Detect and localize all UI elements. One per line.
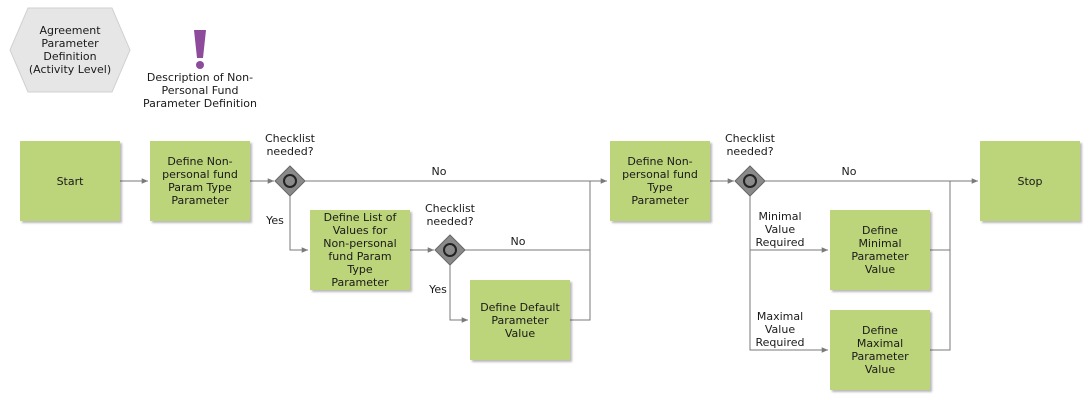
edge-minimal-merge — [930, 181, 951, 251]
edge-label-g2-yes: Yes — [429, 283, 447, 296]
edge-label-g3-maximal: Maximal Value Required — [755, 310, 805, 349]
edge-g1-yes — [289, 196, 308, 253]
header-hexagon — [9, 7, 131, 93]
edge-label-g1-yes: Yes — [266, 214, 284, 227]
start-node[interactable]: Start — [20, 141, 120, 221]
task-define-minimal-value[interactable]: Define Minimal Parameter Value — [830, 210, 930, 290]
diagram-title: Agreement Parameter Definition (Activity… — [28, 24, 112, 76]
edge-label-g2-no: No — [510, 235, 526, 248]
gateway-1-label: Checklist needed? — [265, 132, 315, 158]
gateway-3 — [734, 165, 766, 197]
gateway-2-label: Checklist needed? — [425, 202, 475, 228]
stop-node[interactable]: Stop — [980, 141, 1080, 221]
edge-label-g3-minimal: Minimal Value Required — [755, 210, 805, 249]
gateway-3-label: Checklist needed? — [725, 132, 775, 158]
edge-g3-maximal — [749, 250, 828, 353]
edge-label-g3-no: No — [841, 165, 857, 178]
gateway-2 — [434, 234, 466, 266]
exclamation-icon — [194, 30, 206, 69]
task-define-default-value[interactable]: Define Default Parameter Value — [470, 280, 570, 360]
task-define-type-param[interactable]: Define Non- personal fund Param Type Par… — [150, 141, 250, 221]
gateway-1 — [274, 165, 306, 197]
description-label: Description of Non- Personal Fund Parame… — [143, 71, 257, 110]
edge-g2-yes — [449, 265, 468, 323]
task-define-maximal-value[interactable]: Define Maximal Parameter Value — [830, 310, 930, 390]
edge-label-g1-no: No — [431, 165, 447, 178]
task-define-list-of-values[interactable]: Define List of Values for Non-personal f… — [310, 210, 410, 290]
edge-maximal-merge — [930, 250, 951, 351]
edge-default-merge — [570, 250, 591, 321]
task-define-param[interactable]: Define Non- personal fund Type Parameter — [610, 141, 710, 221]
